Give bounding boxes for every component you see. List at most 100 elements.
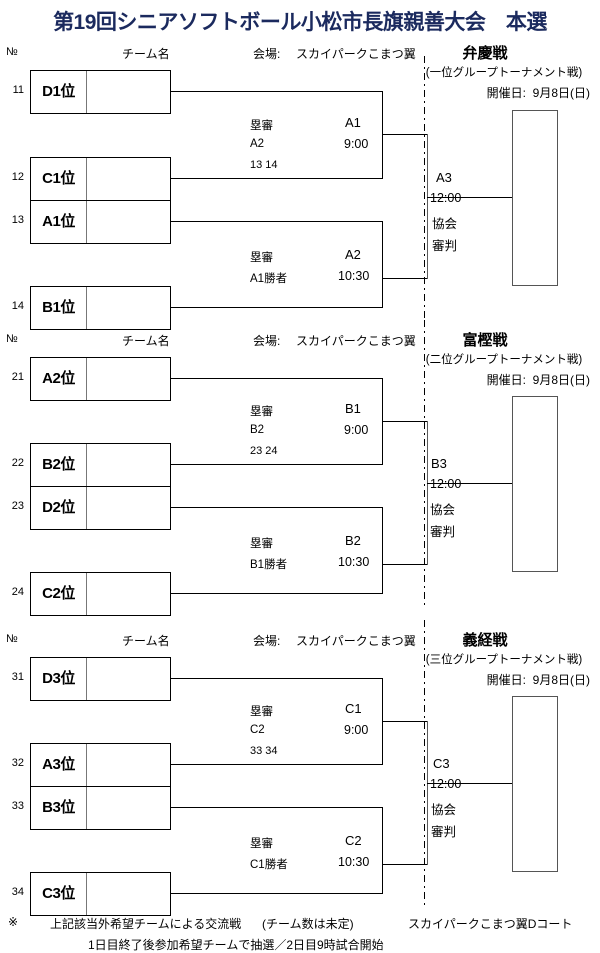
- team-name-input[interactable]: [87, 573, 170, 615]
- winner-box-togashi[interactable]: [512, 396, 558, 572]
- row-number: 21: [11, 371, 24, 383]
- winner-box-benkei[interactable]: [512, 110, 558, 286]
- match-umpire-value: A2: [250, 138, 265, 150]
- team-slot-22[interactable]: B2位: [30, 443, 171, 487]
- match-time: 9:00: [344, 423, 369, 437]
- date-label-2: 開催日:: [486, 373, 526, 387]
- column-header-no: №: [6, 333, 18, 345]
- team-seed: A1位: [31, 201, 87, 243]
- final-bracket-line-v: [427, 134, 429, 279]
- match-umpire-value: C2: [250, 724, 265, 736]
- footer-note-a: 上記該当外希望チームによる交流戦: [50, 917, 242, 931]
- block-subtitle-benkei: (一位グループトーナメント戦): [425, 67, 583, 79]
- row-number: 24: [11, 586, 24, 598]
- bracket-line-h: [382, 278, 427, 280]
- match-time: 9:00: [344, 137, 369, 151]
- column-header-team-name: チーム名: [122, 334, 170, 348]
- match-code: B1: [345, 401, 361, 416]
- team-slot-31[interactable]: D3位: [30, 657, 171, 701]
- match-umpire-label: 塁審: [250, 838, 273, 850]
- row-number: 34: [11, 886, 24, 898]
- match-umpire-label: 塁審: [250, 120, 273, 132]
- block-subtitle-yoshitsune: (三位グループトーナメント戦): [425, 654, 583, 666]
- team-seed: B2位: [31, 444, 87, 486]
- final-match-time: 12:00: [430, 477, 462, 491]
- final-bracket-line-v: [427, 721, 429, 865]
- match-source-numbers: 33 34: [250, 745, 278, 757]
- team-seed: B1位: [31, 287, 87, 329]
- team-slot-11[interactable]: D1位: [30, 70, 171, 114]
- final-assoc-2: 審判: [432, 239, 458, 253]
- date-value-2: 9月8日(日): [532, 373, 590, 387]
- final-bracket-line-h: [427, 783, 512, 785]
- bracket-line-h: [171, 221, 383, 223]
- final-assoc-1: 協会: [431, 803, 457, 817]
- team-seed: C2位: [31, 573, 87, 615]
- footer-mark: ※: [8, 915, 19, 929]
- match-time: 10:30: [338, 855, 370, 869]
- column-header-no: №: [6, 46, 18, 58]
- final-assoc-2: 審判: [431, 825, 457, 839]
- match-source-numbers: 13 14: [250, 159, 278, 171]
- team-slot-12[interactable]: C1位: [30, 157, 171, 201]
- block-date-benkei: 開催日: 9月8日(日): [410, 84, 590, 101]
- section-divider-2: [424, 320, 425, 605]
- final-match-time: 12:00: [430, 777, 462, 791]
- team-slot-32[interactable]: A3位: [30, 743, 171, 787]
- footer-note-b: (チーム数は未定): [262, 917, 354, 931]
- team-name-input[interactable]: [87, 71, 170, 113]
- bracket-line-h: [382, 421, 427, 423]
- row-number: 32: [11, 757, 24, 769]
- team-slot-21[interactable]: A2位: [30, 357, 171, 401]
- final-bracket-line-v: [427, 421, 429, 565]
- row-number: 33: [11, 800, 24, 812]
- row-number: 23: [11, 500, 24, 512]
- block-date-togashi: 開催日: 9月8日(日): [410, 371, 590, 388]
- team-seed: A3位: [31, 744, 87, 786]
- team-slot-13[interactable]: A1位: [30, 200, 171, 244]
- team-name-input[interactable]: [87, 873, 170, 915]
- block-title-benkei: 弁慶戦: [462, 45, 508, 62]
- final-assoc-2: 審判: [430, 525, 456, 539]
- date-value-3: 9月8日(日): [532, 673, 590, 687]
- bracket-line-h: [382, 564, 427, 566]
- team-name-input[interactable]: [87, 158, 170, 200]
- match-umpire-value: B2: [250, 424, 265, 436]
- row-number: 14: [11, 300, 24, 312]
- team-slot-23[interactable]: D2位: [30, 486, 171, 530]
- winner-box-yoshitsune[interactable]: [512, 696, 558, 872]
- team-slot-14[interactable]: B1位: [30, 286, 171, 330]
- match-time: 10:30: [338, 269, 370, 283]
- team-name-input[interactable]: [87, 201, 170, 243]
- bracket-line-h: [382, 864, 427, 866]
- match-umpire-value: B1勝者: [250, 559, 288, 571]
- footer-note-2: 1日目終了後参加希望チームで抽選／2日目9時試合開始: [88, 938, 384, 952]
- final-bracket-line-h: [427, 197, 512, 199]
- team-name-input[interactable]: [87, 744, 170, 786]
- row-number: 31: [11, 671, 24, 683]
- team-name-input[interactable]: [87, 487, 170, 529]
- row-number: 22: [11, 457, 24, 469]
- final-bracket-line-h: [427, 483, 512, 485]
- match-code: A1: [345, 115, 361, 130]
- team-name-input[interactable]: [87, 358, 170, 400]
- team-name-input[interactable]: [87, 444, 170, 486]
- final-match-code: A3: [436, 170, 452, 185]
- date-label-3: 開催日:: [486, 673, 526, 687]
- bracket-line-h: [171, 507, 383, 509]
- bracket-line-h: [171, 307, 383, 309]
- team-name-input[interactable]: [87, 658, 170, 700]
- team-name-input[interactable]: [87, 287, 170, 329]
- block-subtitle-togashi: (二位グループトーナメント戦): [425, 354, 583, 366]
- row-number: 12: [11, 171, 24, 183]
- team-slot-24[interactable]: C2位: [30, 572, 171, 616]
- column-header-team-name: チーム名: [122, 634, 170, 648]
- match-umpire-value: A1勝者: [250, 273, 288, 285]
- section-divider-3: [424, 620, 425, 905]
- match-source-numbers: 23 24: [250, 445, 278, 457]
- match-code: A2: [345, 247, 361, 262]
- team-slot-34[interactable]: C3位: [30, 872, 171, 916]
- bracket-line-h: [171, 464, 383, 466]
- team-slot-33[interactable]: B3位: [30, 786, 171, 830]
- team-name-input[interactable]: [87, 787, 170, 829]
